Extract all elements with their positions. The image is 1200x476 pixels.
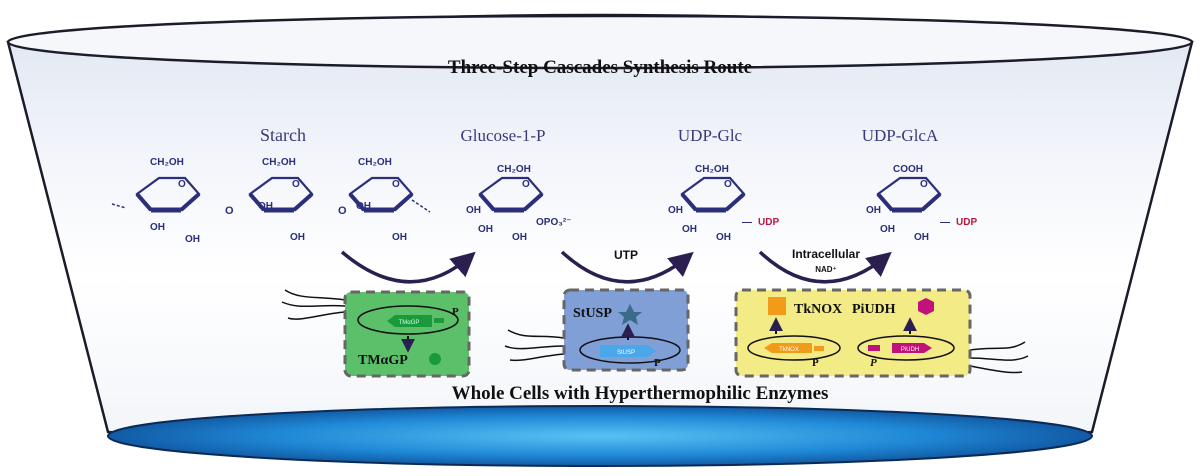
reaction-arrow-1: [340, 250, 476, 284]
svg-text:O: O: [920, 179, 928, 190]
svg-text:O: O: [338, 205, 347, 217]
nad-label: NAD⁺: [815, 265, 837, 274]
cell-tknox-piudh: TkNOX P TkNOX PiUDH P PiUDH: [734, 288, 1029, 378]
compound-udp-glca: UDP-GlcA: [862, 126, 939, 145]
bowl-base: [107, 405, 1093, 467]
svg-text:TkNOX: TkNOX: [794, 302, 842, 317]
svg-text:O: O: [522, 179, 530, 190]
svg-text:OH: OH: [290, 232, 305, 243]
svg-text:PiUDH: PiUDH: [852, 302, 896, 317]
udp-glca-structure: COOH O OH OH OH — UDP: [866, 164, 977, 243]
svg-text:TkNOX: TkNOX: [779, 347, 799, 353]
svg-text:P: P: [654, 357, 661, 369]
svg-text:O: O: [178, 179, 186, 190]
reaction-arrow-2: [560, 250, 694, 284]
svg-text:StUSP: StUSP: [573, 306, 612, 321]
svg-text:StUSP: StUSP: [617, 350, 635, 356]
bowl-rim: [6, 14, 1194, 70]
svg-text:OH: OH: [478, 224, 493, 235]
svg-text:OH: OH: [258, 201, 273, 212]
svg-text:OPO₃²⁻: OPO₃²⁻: [536, 217, 571, 228]
svg-text:OH: OH: [185, 234, 200, 245]
reaction-arrow-3: [758, 250, 892, 284]
svg-text:P: P: [870, 357, 877, 369]
utp-label: UTP: [614, 248, 638, 262]
compound-glucose-1-p: Glucose-1-P: [461, 126, 546, 145]
svg-text:O: O: [724, 179, 732, 190]
svg-text:OH: OH: [356, 201, 371, 212]
svg-text:CH₂OH: CH₂OH: [358, 157, 392, 168]
svg-text:TMαGP: TMαGP: [358, 353, 408, 368]
svg-text:OH: OH: [512, 232, 527, 243]
svg-text:OH: OH: [914, 232, 929, 243]
diagram-title: Three-Step Cascades Synthesis Route: [448, 57, 752, 78]
compound-udp-glc: UDP-Glc: [678, 126, 743, 145]
svg-text:O: O: [292, 179, 300, 190]
svg-text:OH: OH: [466, 205, 481, 216]
udp-glc-structure: CH₂OH O OH OH OH — UDP: [668, 164, 779, 243]
intracellular-label: Intracellular: [792, 247, 860, 261]
whole-cells-label: Whole Cells with Hyperthermophilic Enzym…: [452, 383, 829, 404]
svg-text:CH₂OH: CH₂OH: [150, 157, 184, 168]
cell-stusp: StUSP P StUSP: [504, 288, 690, 372]
svg-text:OH: OH: [866, 205, 881, 216]
svg-text:TMαGP: TMαGP: [399, 320, 420, 326]
svg-text:P: P: [452, 306, 459, 318]
svg-text:OH: OH: [716, 232, 731, 243]
svg-text:OH: OH: [880, 224, 895, 235]
glucose-1-p-structure: CH₂OH O OH OH OH OPO₃²⁻: [466, 164, 571, 243]
cell-tmagp: TMαGP P TMαGP: [281, 289, 471, 378]
svg-text:COOH: COOH: [893, 164, 923, 175]
svg-text:OH: OH: [668, 205, 683, 216]
svg-text:O: O: [225, 205, 234, 217]
compound-starch: Starch: [260, 125, 306, 145]
svg-text:O: O: [392, 179, 400, 190]
svg-text:CH₂OH: CH₂OH: [262, 157, 296, 168]
svg-text:OH: OH: [150, 222, 165, 233]
svg-text:OH: OH: [392, 232, 407, 243]
svg-text:P: P: [812, 357, 819, 369]
svg-text:OH: OH: [682, 224, 697, 235]
svg-text:CH₂OH: CH₂OH: [695, 164, 729, 175]
starch-structure: CH₂OH O OH OH O CH₂OH O OH OH O CH₂OH O …: [111, 157, 431, 245]
svg-text:UDP: UDP: [956, 217, 977, 228]
svg-text:UDP: UDP: [758, 217, 779, 228]
svg-text:—: —: [940, 217, 950, 228]
svg-text:CH₂OH: CH₂OH: [497, 164, 531, 175]
svg-text:PiUDH: PiUDH: [901, 347, 919, 353]
svg-text:—: —: [742, 217, 752, 228]
